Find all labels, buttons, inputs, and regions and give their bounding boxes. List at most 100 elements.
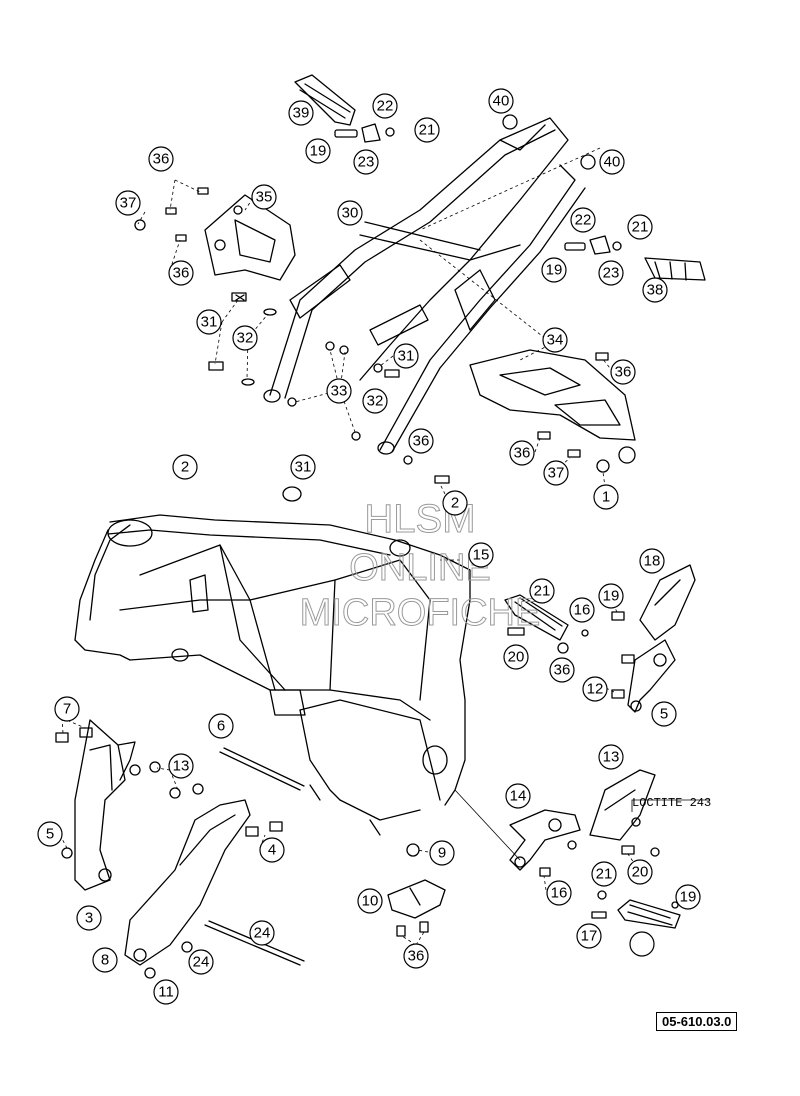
callout: 36 (610, 359, 636, 385)
callout: 36 (408, 428, 434, 454)
callout: 31 (196, 309, 222, 335)
callout: 4 (259, 837, 285, 863)
callout: 19 (598, 583, 624, 609)
svg-text:40: 40 (604, 154, 621, 171)
svg-text:36: 36 (173, 265, 190, 282)
callout: 32 (232, 325, 258, 351)
svg-text:19: 19 (546, 262, 563, 279)
callout: 20 (503, 644, 529, 670)
callout: 30 (337, 200, 363, 226)
callout: 31 (393, 343, 419, 369)
svg-text:21: 21 (419, 122, 436, 139)
svg-text:31: 31 (295, 459, 312, 476)
callout: 5 (37, 821, 63, 847)
svg-text:20: 20 (632, 864, 649, 881)
svg-text:2: 2 (451, 495, 459, 512)
svg-text:31: 31 (201, 314, 218, 331)
footpeg-39 (294, 74, 356, 126)
callout: 13 (598, 744, 624, 770)
footrest-bracket-3 (124, 799, 251, 966)
callout: 21 (414, 117, 440, 143)
footrest-plate-15 (639, 564, 696, 641)
frame-hardware (282, 475, 460, 561)
svg-text:1: 1 (602, 489, 610, 506)
watermark-line-2: ONLINE (349, 547, 490, 589)
svg-text:18: 18 (644, 553, 661, 570)
callout: 22 (372, 93, 398, 119)
svg-text:13: 13 (173, 758, 190, 775)
callout: 9 (429, 840, 455, 866)
svg-text:13: 13 (603, 749, 620, 766)
svg-text:21: 21 (596, 866, 613, 883)
loctite-note: LOCTITE 243 (632, 796, 712, 810)
callout: 18 (639, 548, 665, 574)
svg-text:19: 19 (603, 588, 620, 605)
callout: 16 (546, 880, 572, 906)
svg-text:32: 32 (367, 393, 384, 410)
svg-text:14: 14 (510, 788, 527, 805)
footpeg-17 (591, 890, 681, 929)
svg-text:36: 36 (554, 662, 571, 679)
watermark-line-3: MICROFICHE (300, 592, 541, 634)
svg-text:36: 36 (413, 433, 430, 450)
callout: 14 (505, 783, 531, 809)
svg-text:16: 16 (551, 885, 568, 902)
callout: 39 (288, 100, 314, 126)
callout: 34 (542, 327, 568, 353)
svg-text:7: 7 (63, 701, 71, 718)
svg-text:19: 19 (310, 143, 327, 160)
callout: 8 (92, 947, 118, 973)
bracket-9 (387, 879, 446, 946)
watermark: HLSM ONLINE MICROFICHE (299, 497, 541, 635)
callout (629, 931, 655, 957)
main-frame (74, 514, 471, 836)
svg-text:8: 8 (101, 952, 109, 969)
callout: 21 (627, 214, 653, 240)
svg-text:11: 11 (158, 984, 174, 1001)
callout: 21 (529, 578, 555, 604)
callout: 32 (362, 388, 388, 414)
callout: 36 (549, 657, 575, 683)
svg-text:37: 37 (120, 195, 137, 212)
svg-text:24: 24 (254, 925, 271, 942)
svg-text:6: 6 (217, 718, 225, 735)
svg-text:39: 39 (293, 105, 310, 122)
svg-text:2: 2 (181, 459, 189, 476)
callout: 13 (168, 753, 194, 779)
svg-text:12: 12 (587, 681, 604, 698)
svg-text:24: 24 (193, 954, 210, 971)
callout: 33 (326, 378, 352, 404)
svg-text:38: 38 (647, 282, 664, 299)
svg-text:19: 19 (680, 889, 697, 906)
svg-text:36: 36 (153, 151, 170, 168)
callout: 6 (208, 713, 234, 739)
callout: 1 (593, 484, 619, 510)
callout: 2 (172, 454, 198, 480)
svg-text:36: 36 (615, 364, 632, 381)
callout: 20 (627, 859, 653, 885)
callout: 24 (249, 920, 275, 946)
callout: 21 (591, 861, 617, 887)
footpeg-18 (504, 594, 589, 654)
footrest-bracket-4 (74, 719, 136, 891)
rear-subframe (263, 117, 586, 455)
callout: 36 (403, 943, 429, 969)
footpeg-38 (644, 257, 706, 281)
footrest-lever-12 (627, 639, 676, 713)
svg-text:37: 37 (548, 465, 565, 482)
callout: 15 (468, 542, 494, 568)
callout: 37 (543, 460, 569, 486)
callout: 40 (488, 88, 514, 114)
svg-text:9: 9 (438, 845, 446, 862)
svg-text:17: 17 (581, 928, 598, 945)
footrest-lever-11 (509, 809, 581, 871)
footrest-hardware-lower (454, 789, 710, 891)
callout: 36 (509, 440, 535, 466)
svg-text:20: 20 (508, 649, 525, 666)
callout: 37 (115, 190, 141, 216)
callout: 38 (642, 277, 668, 303)
callout: 24 (188, 949, 214, 975)
svg-text:15: 15 (473, 547, 490, 564)
svg-text:22: 22 (575, 212, 592, 229)
